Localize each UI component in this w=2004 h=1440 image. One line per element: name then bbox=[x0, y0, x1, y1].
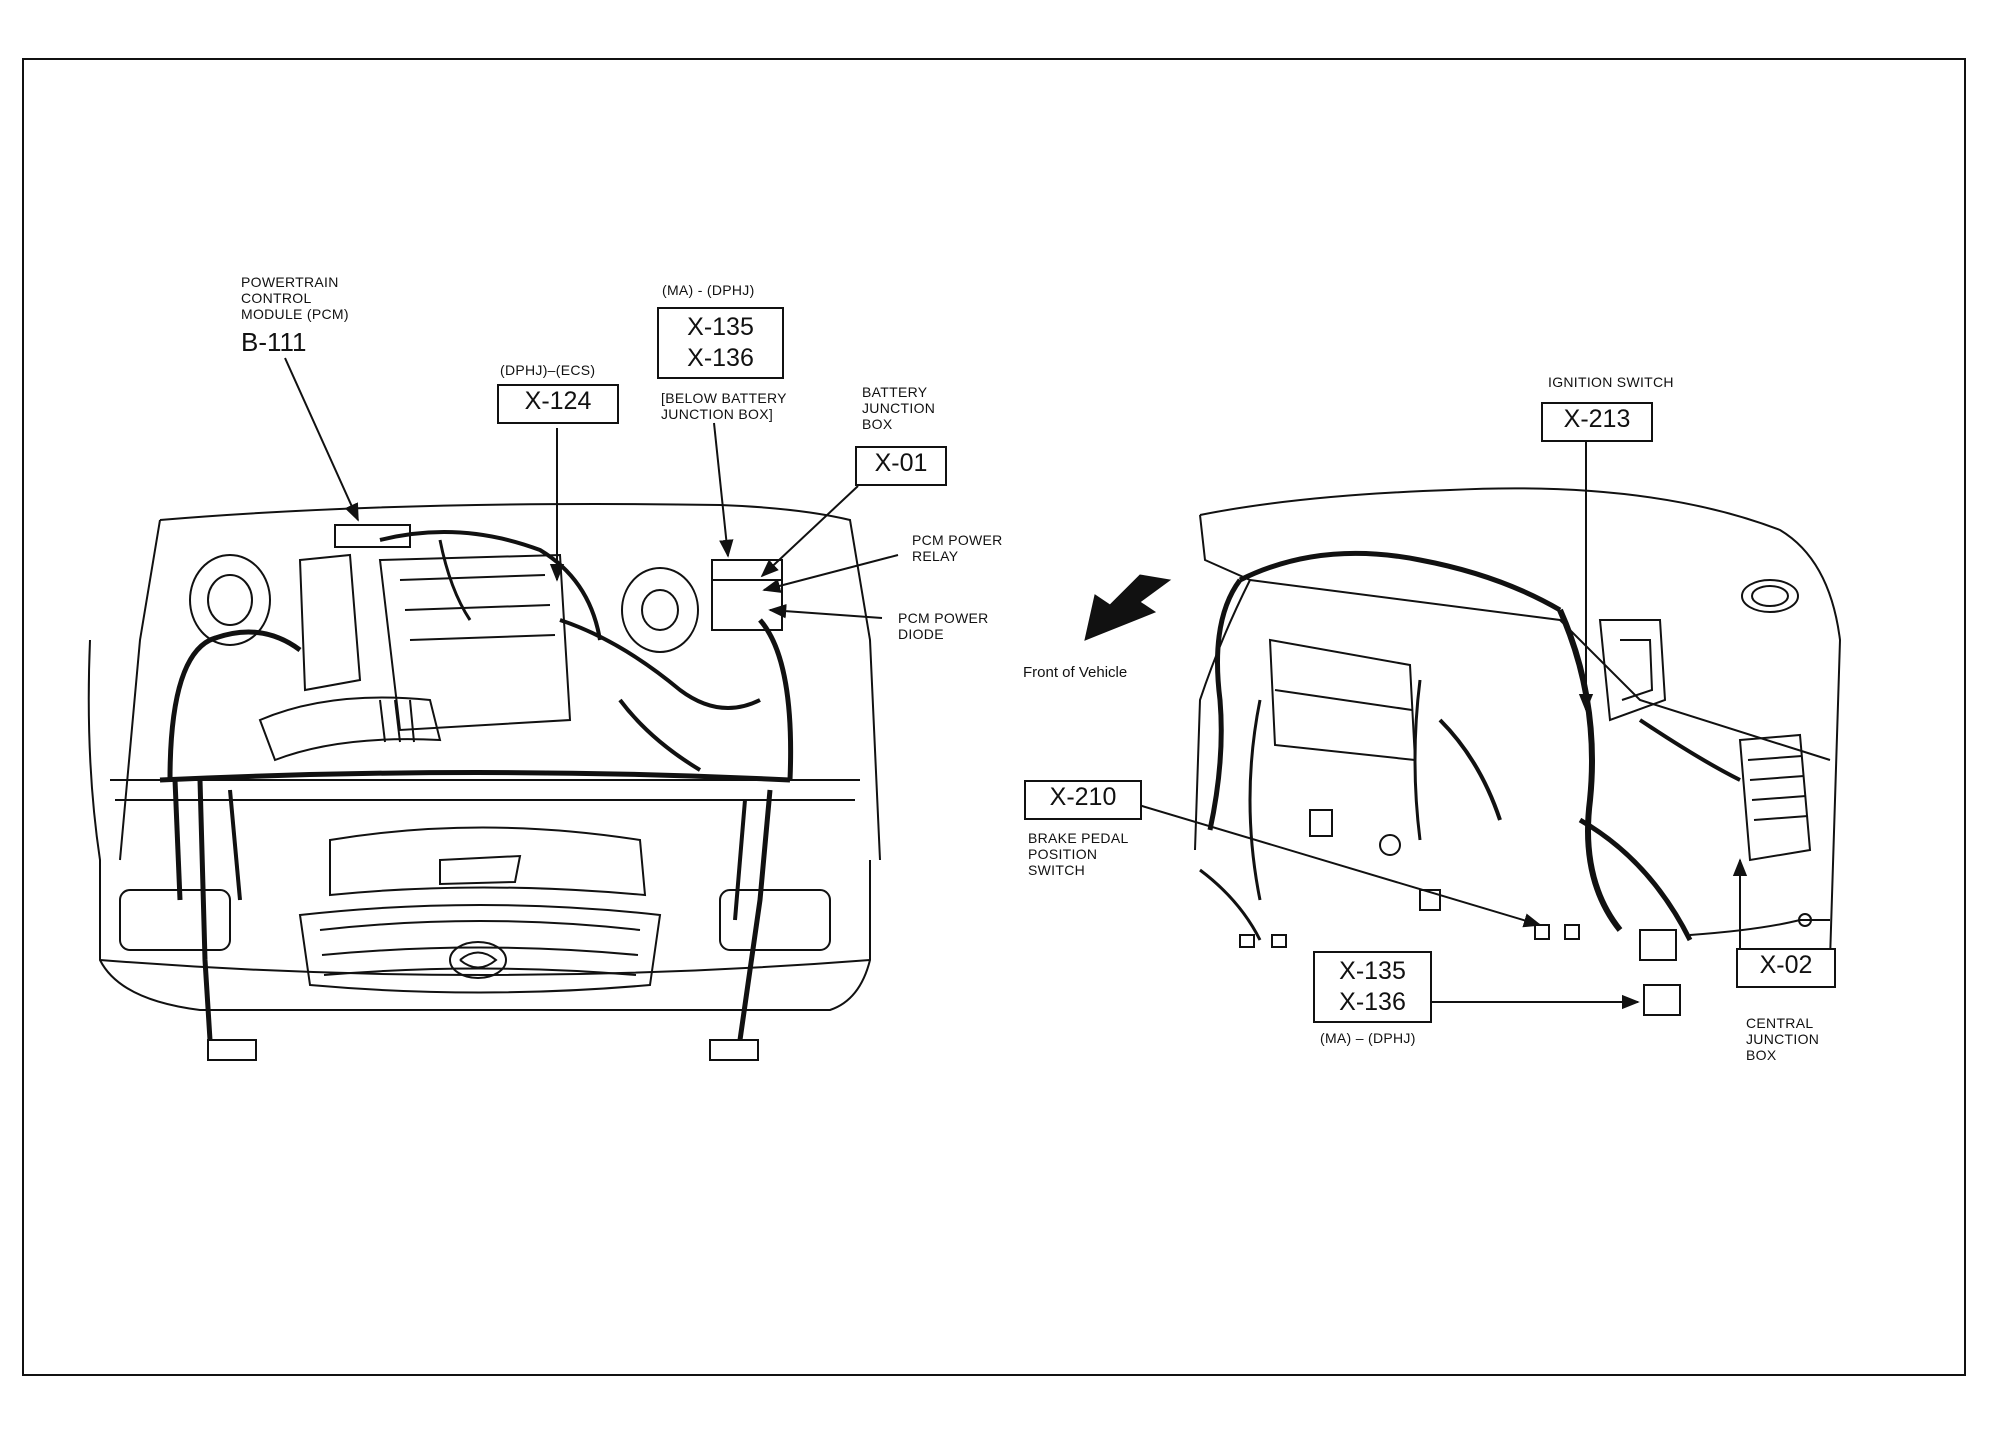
x136-code-engine: X-136 bbox=[687, 344, 754, 372]
x135-note-cabin: (MA) – (DPHJ) bbox=[1320, 1030, 1416, 1046]
x124-connector-box: X-124 bbox=[497, 384, 619, 424]
x135-code-engine: X-135 bbox=[687, 313, 754, 341]
front-of-vehicle-arrow bbox=[1084, 574, 1172, 641]
x135-code-cabin: X-135 bbox=[1339, 957, 1406, 985]
x02-code: X-02 bbox=[1759, 951, 1813, 979]
x210-code: X-210 bbox=[1049, 783, 1117, 811]
x124-code: X-124 bbox=[524, 387, 592, 415]
pcm-code: B-111 bbox=[241, 327, 307, 357]
x210-connector-box: X-210 bbox=[1024, 780, 1142, 820]
x135-note-engine: (MA) - (DPHJ) bbox=[662, 282, 755, 298]
brake-pedal-label: BRAKE PEDAL POSITION SWITCH bbox=[1028, 830, 1129, 878]
x136-code-cabin: X-136 bbox=[1339, 988, 1406, 1016]
leader-lines bbox=[284, 357, 1748, 1010]
central-junction-label: CENTRAL JUNCTION BOX bbox=[1746, 1015, 1820, 1063]
battery-junction-label: BATTERY JUNCTION BOX bbox=[862, 384, 936, 432]
pcm-label: POWERTRAIN CONTROL MODULE (PCM) bbox=[241, 274, 349, 322]
x01-code: X-01 bbox=[874, 449, 928, 477]
x01-connector-box: X-01 bbox=[855, 446, 947, 486]
dashboard-drawing bbox=[1194, 487, 1842, 1016]
x213-connector-box: X-213 bbox=[1541, 402, 1653, 442]
pcm-relay-label: PCM POWER RELAY bbox=[912, 532, 1003, 564]
x213-code: X-213 bbox=[1563, 405, 1631, 433]
x135-x136-box-cabin: X-135 X-136 bbox=[1313, 951, 1432, 1023]
x02-connector-box: X-02 bbox=[1736, 948, 1836, 988]
below-battery-note: [BELOW BATTERY JUNCTION BOX] bbox=[661, 390, 787, 422]
pcm-diode-label: PCM POWER DIODE bbox=[898, 610, 989, 642]
engine-bay-drawing bbox=[87, 503, 881, 1061]
x135-x136-box-engine: X-135 X-136 bbox=[657, 307, 784, 379]
x124-note: (DPHJ)–(ECS) bbox=[500, 362, 596, 378]
front-of-vehicle-label: Front of Vehicle bbox=[1023, 664, 1128, 681]
ignition-switch-label: IGNITION SWITCH bbox=[1548, 374, 1674, 390]
diagram-frame bbox=[22, 58, 1966, 1376]
